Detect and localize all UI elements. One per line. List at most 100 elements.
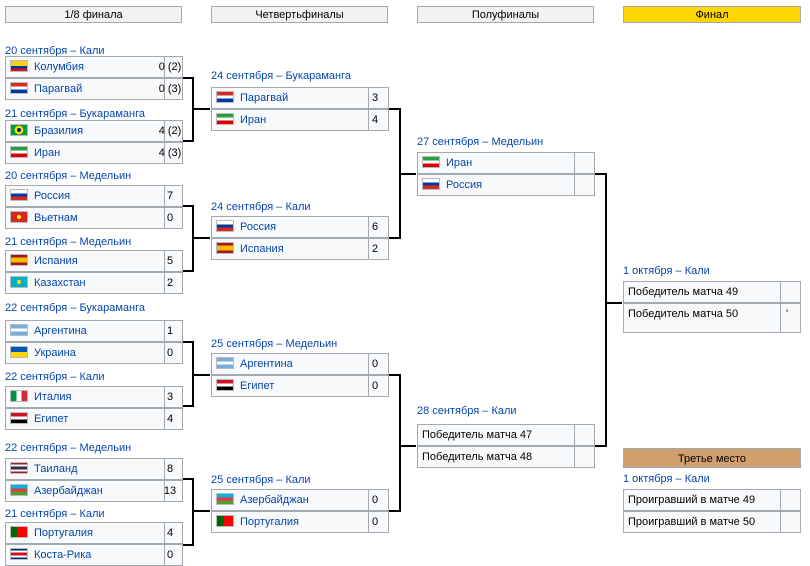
match-date[interactable]: 24 сентября – Букараманга <box>211 70 351 82</box>
team-name[interactable]: Колумбия <box>6 57 165 77</box>
russia-flag-icon <box>422 178 440 190</box>
team-label: Проигравший в матче 49 <box>628 494 756 506</box>
iran-flag-icon <box>422 156 440 168</box>
iran-flag-icon <box>216 113 234 125</box>
team-label: Испания <box>34 255 78 267</box>
team-name[interactable]: Бразилия <box>6 121 165 141</box>
team-name: Победитель матча 50 <box>624 304 781 332</box>
match-date[interactable]: 24 сентября – Кали <box>211 201 311 213</box>
team-score: 6 <box>371 221 379 233</box>
team-label: Бразилия <box>34 125 84 137</box>
team-score: 4 <box>371 114 379 126</box>
team-name[interactable]: Египет <box>212 376 369 396</box>
team-score: 4 (2) <box>158 125 182 137</box>
team-name[interactable]: Вьетнам <box>6 208 165 228</box>
team-score <box>568 425 594 445</box>
team-label: Победитель матча 47 <box>422 429 533 441</box>
team-name[interactable]: Азербайджан <box>212 490 369 510</box>
brazil-flag-icon <box>10 124 28 136</box>
team-score <box>774 282 800 302</box>
team-row: Казахстан 2 <box>5 272 183 294</box>
team-row: Победитель матча 48 <box>417 446 595 468</box>
team-name[interactable]: Азербайджан <box>6 481 165 501</box>
match-date[interactable]: 1 октября – Кали <box>623 265 710 277</box>
round-header-qf: Четвертьфиналы <box>211 6 388 23</box>
team-name[interactable]: Парагвай <box>212 88 369 108</box>
paraguay-flag-icon <box>10 82 28 94</box>
russia-flag-icon <box>10 189 28 201</box>
team-score: 1 <box>166 325 174 337</box>
team-name[interactable]: Таиланд <box>6 459 165 479</box>
team-name[interactable]: Португалия <box>212 512 369 532</box>
team-name[interactable]: Россия <box>418 175 575 195</box>
argentina-flag-icon <box>216 357 234 369</box>
team-name[interactable]: Украина <box>6 343 165 363</box>
team-name[interactable]: Россия <box>6 186 165 206</box>
match-date[interactable]: 1 октября – Кали <box>623 473 710 485</box>
match-date[interactable]: 22 сентября – Букараманга <box>5 302 145 314</box>
team-name[interactable]: Аргентина <box>6 321 165 341</box>
team-score: 13 <box>163 485 177 497</box>
team-name[interactable]: Казахстан <box>6 273 165 293</box>
team-name[interactable]: Иран <box>212 110 369 130</box>
team-row: Проигравший в матче 49 <box>623 489 801 511</box>
team-name[interactable]: Испания <box>6 251 165 271</box>
match-date[interactable]: 21 сентября – Букараманга <box>5 108 145 120</box>
spain-flag-icon <box>216 242 234 254</box>
team-score: 0 (2) <box>158 61 182 73</box>
team-score: 2 <box>166 277 174 289</box>
team-name[interactable]: Испания <box>212 239 369 259</box>
team-score: 3 <box>371 92 379 104</box>
team-name[interactable]: Парагвай <box>6 79 165 99</box>
match-date[interactable]: 21 сентября – Медельин <box>5 236 132 248</box>
team-label: Колумбия <box>34 61 84 73</box>
team-score <box>568 153 594 173</box>
team-label: Россия <box>446 179 483 191</box>
round-header-final: Финал <box>623 6 801 23</box>
match-date[interactable]: 20 сентября – Медельин <box>5 170 132 182</box>
team-name[interactable]: Россия <box>212 217 369 237</box>
team-name[interactable]: Египет <box>6 409 165 429</box>
team-score: 4 <box>166 527 174 539</box>
team-label: Таиланд <box>34 463 78 475</box>
team-name[interactable]: Иран <box>6 143 165 163</box>
team-score: 2 <box>371 243 379 255</box>
team-label: Коста-Рика <box>34 549 92 561</box>
team-name[interactable]: Коста-Рика <box>6 545 165 565</box>
match-date[interactable]: 25 сентября – Медельин <box>211 338 338 350</box>
match-date[interactable]: 28 сентября – Кали <box>417 405 517 417</box>
team-name[interactable]: Аргентина <box>212 354 369 374</box>
costarica-flag-icon <box>10 548 28 560</box>
match-date[interactable]: 21 сентября – Кали <box>5 508 105 520</box>
iran-flag-icon <box>10 146 28 158</box>
match-date[interactable]: 25 сентября – Кали <box>211 474 311 486</box>
team-name[interactable]: Иран <box>418 153 575 173</box>
russia-flag-icon <box>216 220 234 232</box>
team-row: Победитель матча 49 <box>623 281 801 303</box>
team-label: Португалия <box>240 516 299 528</box>
team-name[interactable]: Италия <box>6 387 165 407</box>
team-score: 0 <box>166 212 174 224</box>
match-date[interactable]: 27 сентября – Медельин <box>417 136 544 148</box>
team-label: Казахстан <box>34 277 86 289</box>
team-label: Иран <box>446 157 473 169</box>
match-date[interactable]: 20 сентября – Кали <box>5 45 105 57</box>
team-score: 7 <box>166 190 174 202</box>
match-date[interactable]: 22 сентября – Кали <box>5 371 105 383</box>
vietnam-flag-icon <box>10 211 28 223</box>
team-row: Бразилия 4 (2) <box>5 120 183 142</box>
team-name: Проигравший в матче 50 <box>624 512 781 532</box>
spain-flag-icon <box>10 254 28 266</box>
match-date[interactable]: 22 сентября – Медельин <box>5 442 132 454</box>
team-name[interactable]: Португалия <box>6 523 165 543</box>
team-label: Аргентина <box>34 325 87 337</box>
